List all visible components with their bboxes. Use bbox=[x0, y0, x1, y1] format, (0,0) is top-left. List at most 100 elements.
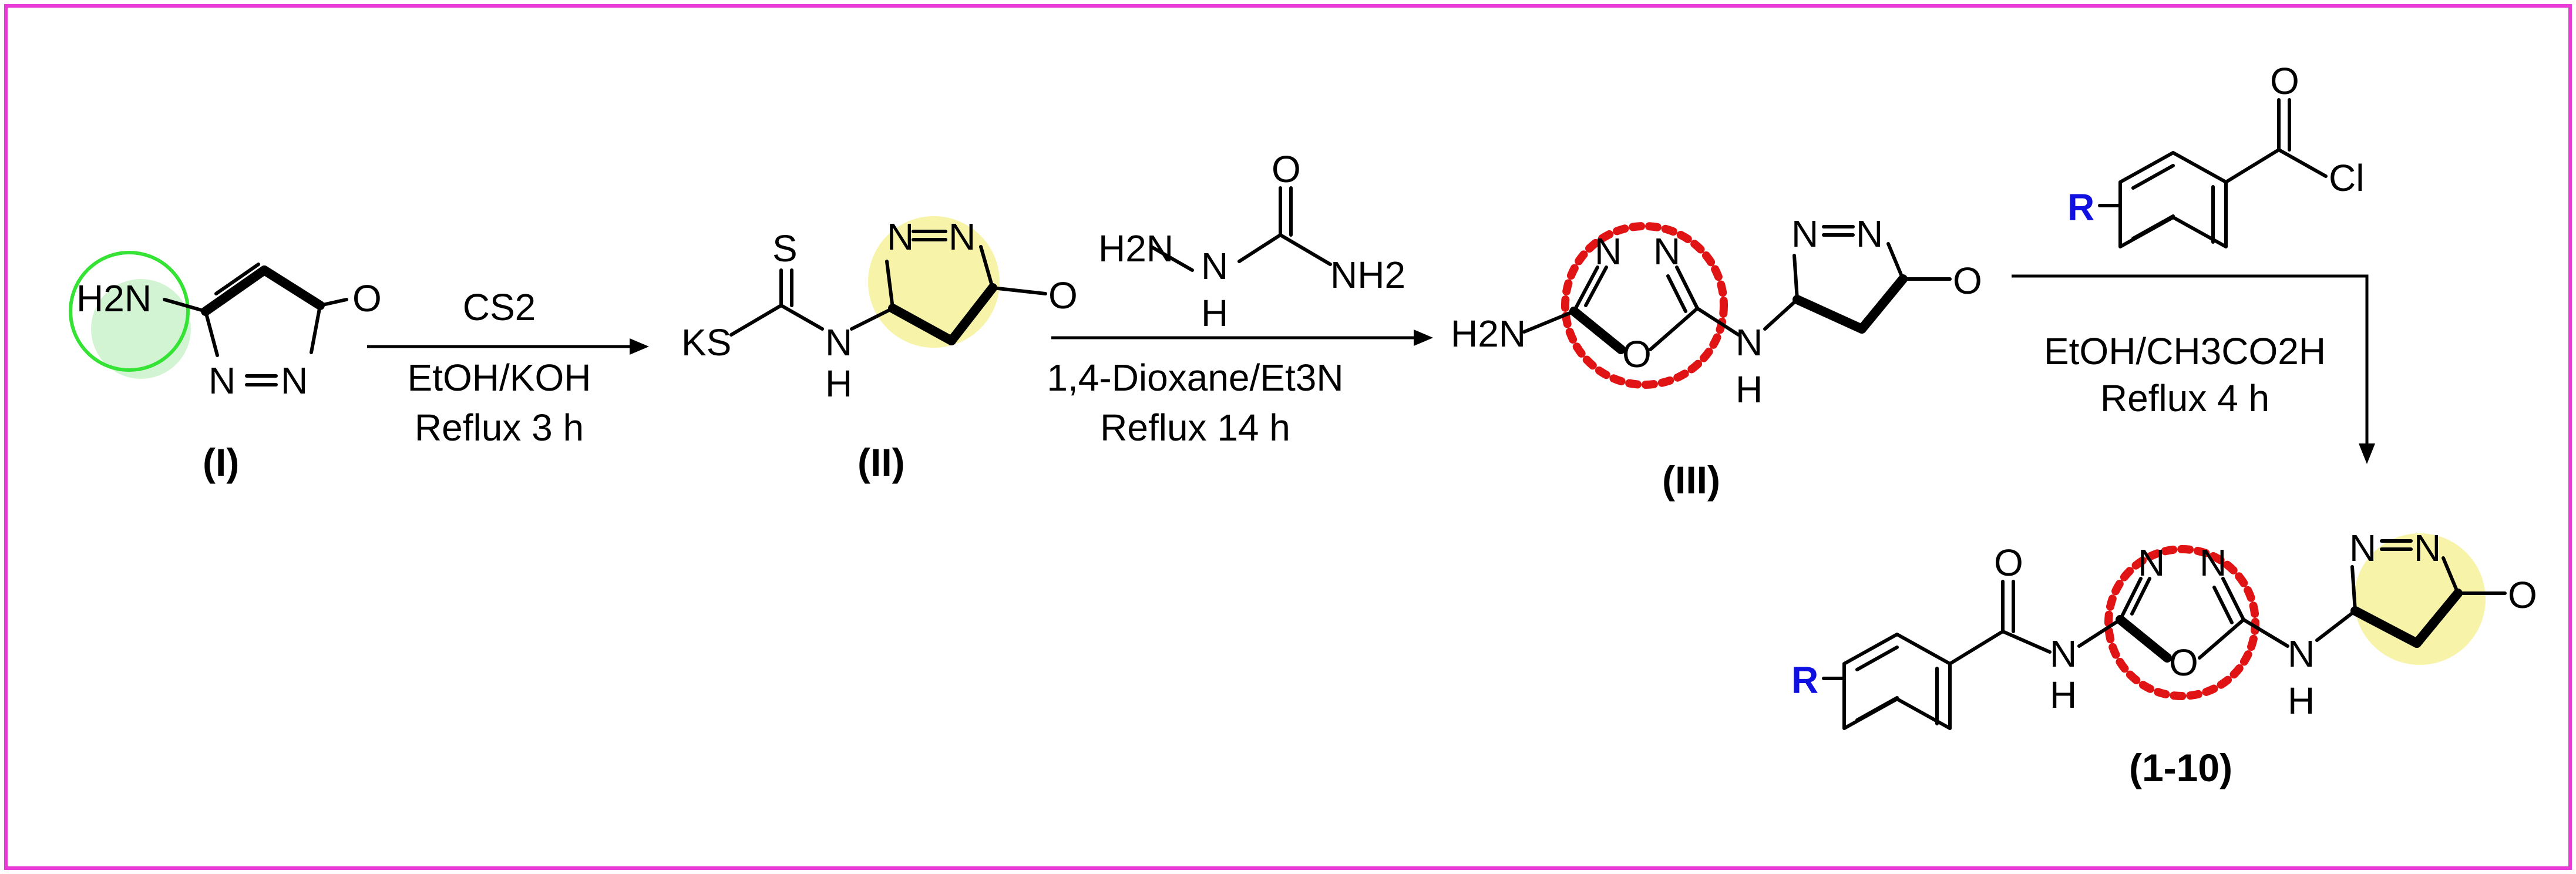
bond bbox=[2412, 589, 2463, 648]
arrow-shaft bbox=[2012, 274, 2369, 446]
compound-I: H2N N N O (I) bbox=[69, 251, 382, 484]
atom-o: O bbox=[352, 277, 382, 320]
scheme-frame bbox=[4, 4, 2572, 870]
atom-n: N bbox=[1856, 213, 1883, 255]
bond bbox=[1675, 265, 1699, 310]
bond bbox=[2315, 609, 2357, 642]
step-2-solvent: 1,4-Dioxane/Et3N bbox=[1047, 357, 1343, 399]
step-3-solvent: EtOH/CH3CO2H bbox=[2044, 330, 2326, 372]
bond bbox=[2131, 164, 2175, 190]
hydrazine-h: H bbox=[1201, 292, 1228, 334]
hydrazine-n: N bbox=[1201, 245, 1228, 287]
bond bbox=[1855, 646, 1899, 671]
bond bbox=[2242, 618, 2289, 648]
bond bbox=[2198, 618, 2245, 660]
bond bbox=[1948, 630, 2005, 665]
bond bbox=[2350, 565, 2357, 613]
thiocarbonyl-s: S bbox=[772, 227, 798, 270]
amide-nh2: NH2 bbox=[1330, 254, 1405, 296]
bond bbox=[1569, 307, 1626, 354]
amine-group: H2N bbox=[1451, 312, 1526, 355]
atom-o: O bbox=[2270, 60, 2299, 102]
bond bbox=[779, 304, 824, 331]
compound-II: KS S N H N N O (II) bbox=[681, 216, 1078, 484]
bond bbox=[204, 310, 219, 357]
atom-o: O bbox=[2508, 574, 2537, 616]
bond bbox=[1279, 233, 1332, 266]
bond bbox=[888, 304, 956, 345]
bond bbox=[2277, 148, 2328, 178]
potassium-thiolate: KS bbox=[681, 321, 731, 364]
oxadiazole-o: O bbox=[2169, 641, 2198, 684]
oxadiazole-n: N bbox=[2200, 542, 2227, 584]
bond bbox=[1793, 295, 1867, 334]
bond bbox=[214, 263, 260, 295]
bond bbox=[729, 304, 783, 337]
substituent-r: R bbox=[2067, 186, 2094, 228]
nh-n: N bbox=[1736, 321, 1763, 364]
amide-h: H bbox=[2050, 674, 2077, 716]
atom-n: N bbox=[2414, 527, 2441, 569]
atom-n: N bbox=[2349, 527, 2376, 569]
bond bbox=[1763, 298, 1799, 331]
reaction-arrow-1: CS2 EtOH/KOH Reflux 3 h bbox=[367, 286, 649, 449]
nh-h: H bbox=[825, 362, 852, 405]
bond bbox=[260, 265, 325, 310]
oxadiazole-highlight[interactable] bbox=[1561, 222, 1728, 389]
bond bbox=[947, 283, 997, 345]
atom-n: N bbox=[1791, 213, 1818, 255]
step-2-condition: Reflux 14 h bbox=[1100, 406, 1290, 449]
atom-o: O bbox=[1953, 260, 1982, 302]
bond bbox=[2131, 214, 2175, 240]
bond bbox=[310, 304, 322, 354]
bond bbox=[2212, 586, 2234, 624]
compound-III: H2N N N O N H N N O (III) bbox=[1451, 213, 1982, 502]
bond bbox=[1793, 254, 1799, 301]
bond bbox=[2224, 148, 2281, 184]
product-1-10: R O N H N N O N H N N O (1-10) bbox=[1791, 527, 2537, 789]
step-1-condition: Reflux 3 h bbox=[415, 406, 584, 449]
nh-n: N bbox=[2288, 633, 2315, 675]
bond bbox=[2118, 577, 2143, 621]
bond bbox=[1149, 245, 1194, 272]
arrowhead bbox=[1414, 330, 1433, 346]
carbonyl-o: O bbox=[1994, 542, 2023, 584]
amine-highlight-ring bbox=[69, 251, 190, 372]
bond bbox=[2077, 618, 2122, 648]
bond bbox=[1522, 310, 1576, 334]
bond bbox=[1649, 307, 1699, 351]
nh-n: N bbox=[825, 321, 852, 364]
step-3-condition: Reflux 4 h bbox=[2100, 377, 2269, 419]
bond bbox=[2116, 615, 2172, 663]
reaction-arrow-2: 1,4-Dioxane/Et3N Reflux 14 h bbox=[1047, 330, 1433, 449]
amide-n: N bbox=[2050, 633, 2077, 675]
bond bbox=[2350, 606, 2422, 648]
bond bbox=[991, 286, 1047, 295]
amine-group: H2N bbox=[76, 277, 152, 320]
bond bbox=[1666, 274, 1687, 313]
atom-n: N bbox=[208, 359, 236, 402]
compound-label: (II) bbox=[857, 441, 905, 484]
bond bbox=[1857, 274, 1908, 334]
oxadiazole-n: N bbox=[1595, 230, 1622, 273]
step-1-reagent: CS2 bbox=[463, 286, 536, 328]
atom-n: N bbox=[949, 216, 976, 258]
oxadiazole-n: N bbox=[2138, 542, 2165, 584]
bond bbox=[1855, 696, 1899, 722]
bond bbox=[163, 298, 207, 313]
atom-o: O bbox=[1048, 274, 1078, 317]
atom-n: N bbox=[887, 216, 914, 258]
step-1-solvent: EtOH/KOH bbox=[408, 357, 591, 399]
bond bbox=[850, 307, 894, 331]
compound-label: (I) bbox=[203, 441, 239, 484]
bond bbox=[2130, 577, 2151, 616]
arrowhead bbox=[630, 338, 649, 355]
bond bbox=[201, 265, 269, 316]
bond bbox=[2442, 556, 2460, 595]
reaction-arrow-3: EtOH/CH3CO2H Reflux 4 h bbox=[2012, 274, 2375, 464]
bond bbox=[2001, 630, 2052, 654]
bond bbox=[1237, 233, 1282, 263]
semicarbazide-reagent: O H2N N H NH2 bbox=[1098, 148, 1405, 334]
oxadiazole-highlight[interactable] bbox=[2104, 545, 2259, 700]
